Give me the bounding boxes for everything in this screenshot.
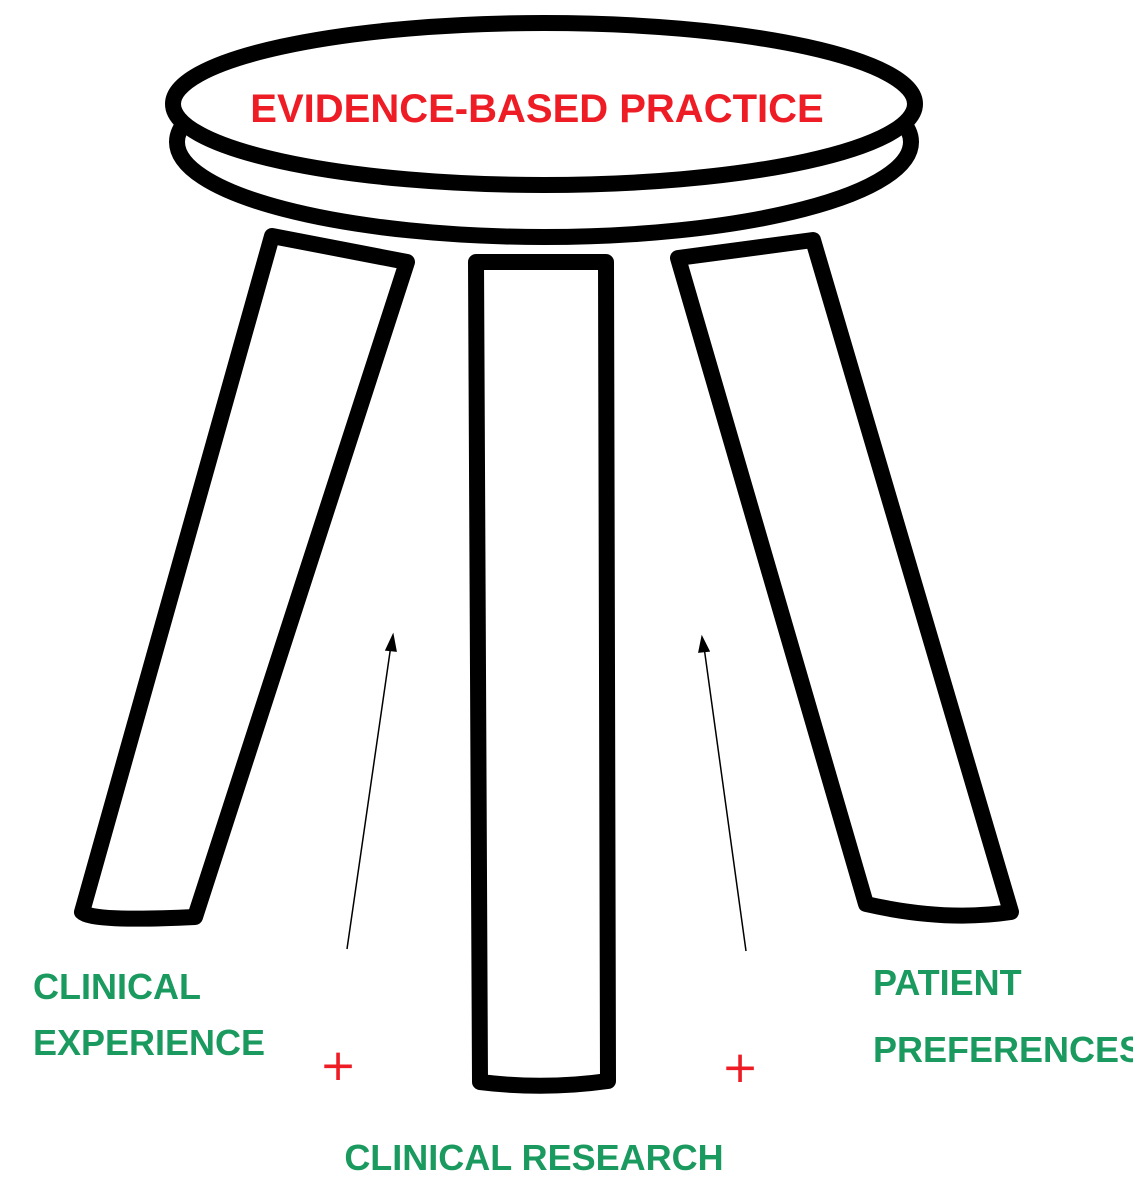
stool-leg-center (468, 254, 616, 1094)
diagram-title: EVIDENCE-BASED PRACTICE (250, 87, 823, 131)
label-clinical-research: CLINICAL RESEARCH (344, 1137, 723, 1178)
plus-sign-right: + (722, 1042, 759, 1093)
arrow-left-head (384, 632, 397, 652)
arrow-left-line (346, 644, 392, 950)
stool-leg-right-inner (670, 232, 1019, 924)
label-patient-preferences-line1: PATIENT (873, 962, 1022, 1003)
arrows (346, 632, 747, 952)
label-clinical-experience-line1: CLINICAL (33, 966, 201, 1007)
stool-seat-top (165, 15, 923, 193)
stool-leg-left (74, 228, 415, 927)
plus-sign-left: + (320, 1040, 357, 1091)
arrow-right-head (698, 634, 711, 653)
label-patient-preferences-line2: PREFERENCES (873, 1029, 1133, 1070)
label-clinical-experience-line2: EXPERIENCE (33, 1022, 265, 1063)
stool-illustration (74, 15, 1019, 1094)
arrow-right-line (703, 646, 747, 952)
